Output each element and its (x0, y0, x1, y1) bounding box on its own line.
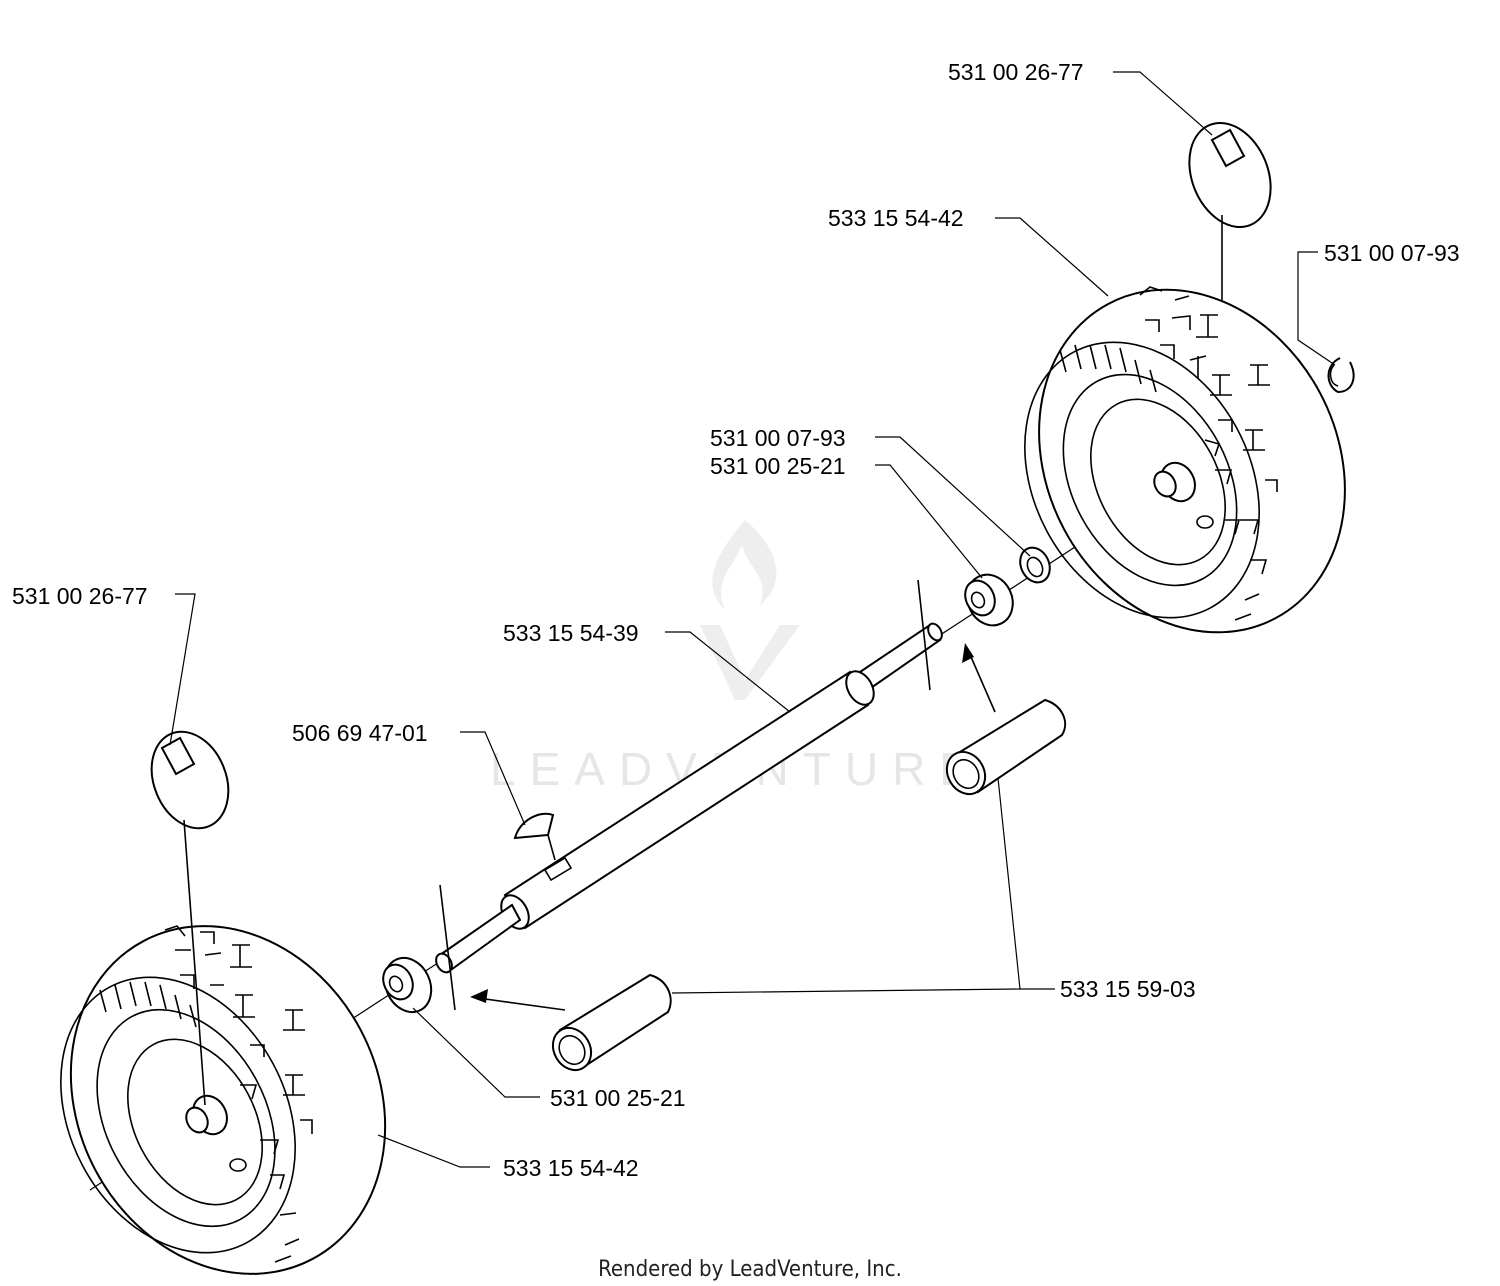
label-washer-inner: 531 00 07-93 (710, 425, 846, 451)
label-snap-pin-left: 531 00 26-77 (12, 583, 148, 609)
spacer-tube-right (945, 698, 1067, 796)
label-snap-pin-top: 531 00 26-77 (948, 59, 1084, 85)
snap-pin-top (1188, 121, 1272, 300)
washer-inner-right (1019, 546, 1051, 584)
label-wheel-bottom: 533 15 54-42 (503, 1155, 639, 1181)
woodruff-key (513, 812, 556, 861)
flame-logo-icon (712, 520, 777, 610)
label-key: 506 69 47-01 (292, 720, 428, 746)
bushing-left (382, 956, 433, 1014)
wheel-top-right (1024, 286, 1346, 634)
label-wheel-top: 533 15 54-42 (828, 205, 964, 231)
axle-shaft (435, 579, 943, 1011)
assembly-arrow-right (962, 643, 996, 713)
leader-lines (169, 71, 1336, 1168)
washer-outer-right (1327, 357, 1355, 394)
label-axle: 533 15 54-39 (503, 620, 639, 646)
label-bushing-left: 531 00 25-21 (550, 1085, 686, 1111)
label-bushing-right: 531 00 25-21 (710, 453, 846, 479)
label-spacer: 533 15 59-03 (1060, 976, 1196, 1002)
snap-pin-left (150, 730, 230, 1106)
assembly-arrow-left (470, 989, 566, 1011)
bushing-right (964, 573, 1014, 627)
label-washer-outer: 531 00 07-93 (1324, 240, 1460, 266)
spacer-tube-left (551, 973, 672, 1072)
wheel-bottom-left (60, 925, 387, 1275)
footer-credit: Rendered by LeadVenture, Inc. (598, 1257, 902, 1282)
part-labels: 531 00 26-77 533 15 54-42 531 00 07-93 5… (12, 59, 1460, 1181)
v-logo-icon (700, 625, 800, 700)
